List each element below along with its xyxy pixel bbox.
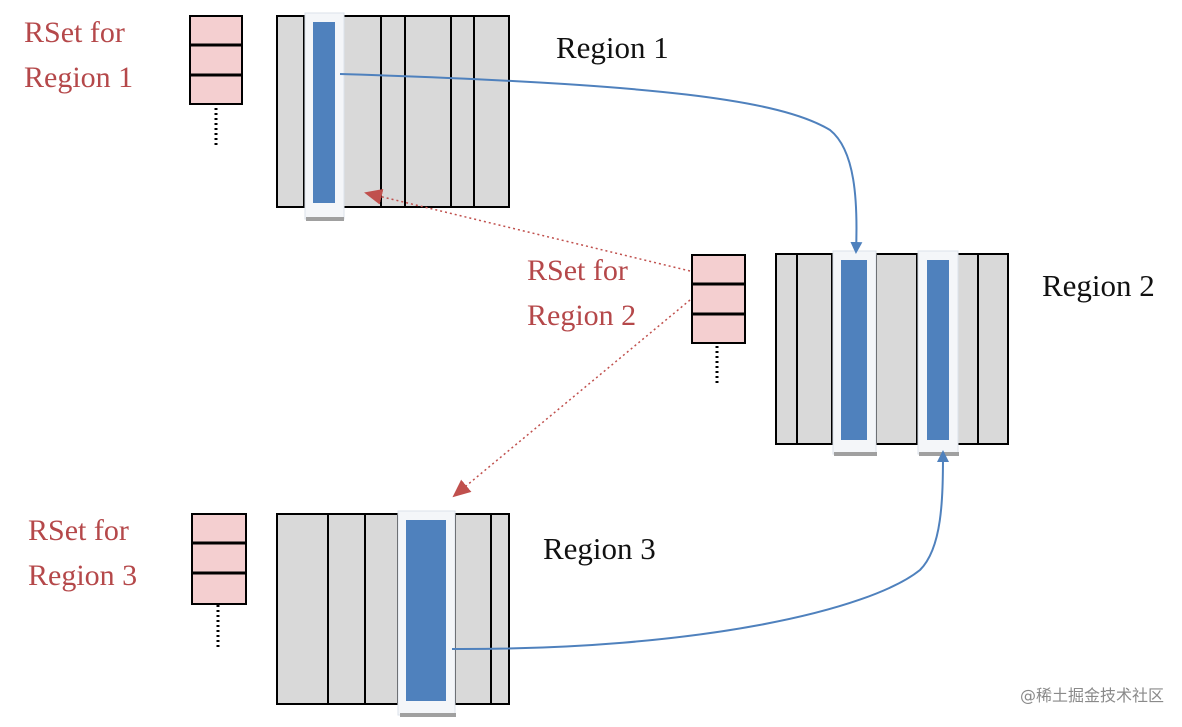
region-3-block bbox=[276, 510, 510, 717]
rset-label-region-1-line2: Region 1 bbox=[24, 61, 134, 94]
rset-pointer-to-region-3 bbox=[452, 299, 691, 498]
rset-stack-region-2 bbox=[691, 254, 746, 385]
rset-stack-region-3 bbox=[191, 513, 247, 648]
region-3-label: Region 3 bbox=[543, 531, 656, 566]
reference-arrow-region1-to-region2 bbox=[339, 73, 863, 254]
rset-label-region-3-line1: RSet for bbox=[28, 514, 129, 547]
rset-label-region-1: RSet for Region 1 bbox=[24, 10, 133, 100]
rset-label-region-3: RSet for Region 3 bbox=[28, 508, 137, 598]
rset-stack-region-1 bbox=[189, 15, 243, 148]
region-2-block bbox=[775, 250, 1009, 456]
rset-pointer-to-region-1 bbox=[364, 188, 691, 272]
rset-label-region-2: RSet for Region 2 bbox=[527, 248, 636, 338]
region-2-label: Region 2 bbox=[1042, 268, 1155, 303]
rset-label-region-3-line2: Region 3 bbox=[28, 559, 138, 592]
rset-label-region-1-line1: RSet for bbox=[24, 16, 125, 49]
reference-arrow-region3-to-region2 bbox=[451, 450, 949, 651]
watermark: @稀土掘金技术社区 bbox=[1019, 686, 1164, 705]
region-1-label: Region 1 bbox=[556, 30, 669, 65]
rset-label-region-2-line1: RSet for bbox=[527, 254, 628, 287]
rset-label-region-2-line2: Region 2 bbox=[527, 299, 637, 332]
region-1-block bbox=[276, 12, 510, 221]
